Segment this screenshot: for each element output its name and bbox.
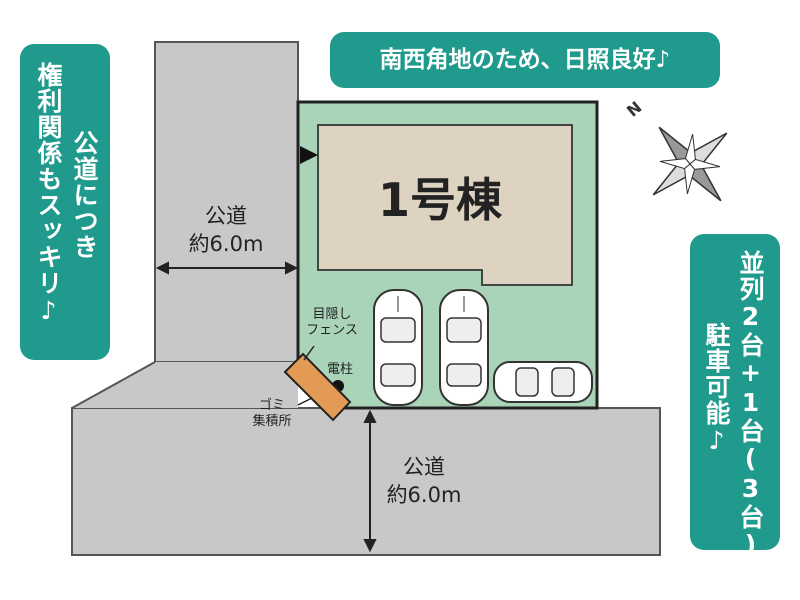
rights-badge-col2: 権利関係もスッキリ♪ (34, 62, 63, 326)
building-label: 1号棟 (377, 173, 502, 227)
fence-label: 目隠し フェンス (300, 307, 364, 339)
road-south-line2: 約6.0m (386, 483, 462, 507)
parking-badge: 並列2台+1台(3台) 駐車可能♪ (690, 234, 780, 560)
entrance-icon (300, 146, 318, 164)
road-west-label: 公道 約6.0m (176, 202, 276, 258)
garbage-line1: ゴミ (258, 398, 285, 413)
building-footprint (317, 124, 573, 286)
rights-badge: 公道につき 権利関係もスッキリ♪ (20, 44, 110, 360)
dimension-south (363, 409, 377, 553)
sunlight-badge: 南西角地のため、日照良好♪ (330, 32, 720, 88)
road-corner (72, 362, 298, 408)
road-west-line2: 約6.0m (188, 232, 264, 256)
garbage-line2: 集積所 (252, 414, 292, 429)
rights-badge-col1: 公道につき (70, 130, 99, 260)
road-west-line1: 公道 (205, 204, 247, 228)
compass-icon (652, 126, 728, 202)
fence-line2: フェンス (306, 323, 358, 338)
road-south (71, 407, 661, 556)
garbage-label: ゴミ 集積所 (240, 398, 304, 430)
road-south-line1: 公道 (403, 455, 445, 479)
car-3 (493, 361, 593, 403)
fence-line1: 目隠し (312, 307, 352, 322)
compass-north-label: N (623, 98, 645, 121)
dimension-west (155, 261, 299, 275)
parking-badge-col1: 並列2台+1台(3台) (736, 250, 765, 560)
parking-badge-col2: 駐車可能♪ (702, 322, 731, 456)
pole-label: 電柱 (326, 362, 353, 377)
car-1 (373, 289, 423, 406)
garbage-area (283, 352, 352, 422)
road-south-label: 公道 約6.0m (374, 453, 474, 509)
car-2 (439, 289, 489, 406)
